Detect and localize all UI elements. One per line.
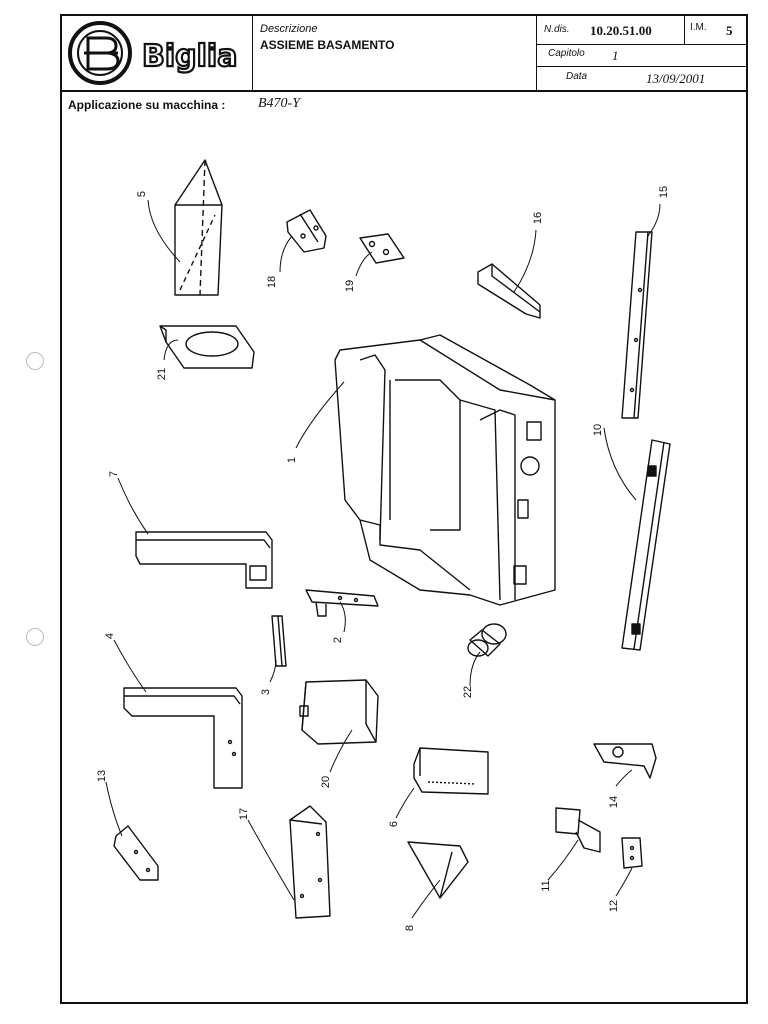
callout-2: 2 bbox=[332, 636, 344, 644]
part-1-base-body bbox=[334, 334, 556, 606]
part-5 bbox=[174, 159, 223, 296]
chapter-label: Capitolo bbox=[548, 48, 585, 59]
leader-lines bbox=[105, 199, 661, 919]
im-value: 5 bbox=[726, 23, 733, 38]
im-divider bbox=[684, 16, 685, 44]
part-7 bbox=[135, 531, 273, 589]
part-22-bushing bbox=[467, 623, 507, 657]
date-label: Data bbox=[566, 71, 588, 82]
callout-11: 11 bbox=[540, 880, 552, 892]
callout-6: 6 bbox=[388, 820, 400, 828]
part-13 bbox=[113, 825, 159, 881]
part-4-l-frame bbox=[123, 687, 243, 789]
callout-22: 22 bbox=[462, 685, 474, 699]
description-value: ASSIEME BASAMENTO bbox=[260, 38, 395, 52]
callout-15: 15 bbox=[658, 185, 670, 199]
part-10-channel bbox=[621, 439, 671, 651]
application-label: Applicazione su macchina : bbox=[68, 98, 226, 112]
im-label: I.M. bbox=[690, 22, 707, 33]
part-14 bbox=[593, 743, 657, 779]
callout-16: 16 bbox=[532, 211, 544, 225]
part-12 bbox=[621, 837, 643, 869]
drawing-number-value: 10.20.51.00 bbox=[590, 23, 652, 38]
description-cell: Descrizione ASSIEME BASAMENTO bbox=[252, 16, 537, 90]
callout-19: 19 bbox=[344, 279, 356, 293]
application-value: B470-Y bbox=[258, 96, 300, 111]
part-21 bbox=[159, 325, 255, 369]
part-16-angle bbox=[477, 263, 541, 319]
callout-20: 20 bbox=[320, 775, 332, 789]
punch-hole-top bbox=[26, 352, 44, 370]
callout-12: 12 bbox=[608, 899, 620, 913]
logo-cell: Biglia bbox=[62, 16, 253, 90]
callout-5: 5 bbox=[136, 190, 148, 198]
part-18-bracket bbox=[286, 209, 327, 253]
callout-8: 8 bbox=[404, 924, 416, 932]
date-value: 13/09/2001 bbox=[646, 71, 706, 86]
title-block: Biglia Descrizione ASSIEME BASAMENTO N.d… bbox=[62, 16, 746, 92]
part-3 bbox=[271, 615, 287, 667]
drawing-sheet: Biglia Descrizione ASSIEME BASAMENTO N.d… bbox=[60, 14, 748, 1004]
callout-3: 3 bbox=[260, 688, 272, 696]
callout-21: 21 bbox=[156, 367, 168, 381]
description-label: Descrizione bbox=[260, 23, 318, 35]
part-19-plate bbox=[359, 233, 405, 264]
callout-10: 10 bbox=[592, 423, 604, 437]
callout-4: 4 bbox=[104, 632, 116, 640]
callout-7: 7 bbox=[108, 470, 120, 478]
chapter-row: Capitolo 1 bbox=[536, 44, 746, 67]
date-row: Data 13/09/2001 bbox=[536, 66, 746, 90]
callout-1: 1 bbox=[286, 456, 298, 464]
part-6 bbox=[413, 747, 489, 795]
callout-18: 18 bbox=[266, 275, 278, 289]
biglia-logo: Biglia bbox=[68, 21, 239, 85]
brand-name: Biglia bbox=[142, 39, 237, 74]
chapter-value: 1 bbox=[612, 48, 619, 63]
part-11 bbox=[555, 807, 601, 853]
drawing-number-row: N.dis. 10.20.51.00 I.M. 5 bbox=[536, 16, 746, 45]
drawing-number-label: N.dis. bbox=[544, 24, 570, 35]
part-8-wedge bbox=[407, 841, 469, 899]
punch-hole-bottom bbox=[26, 628, 44, 646]
info-cell: N.dis. 10.20.51.00 I.M. 5 Capitolo 1 Dat… bbox=[536, 16, 746, 90]
callout-14: 14 bbox=[608, 795, 620, 809]
part-20-box bbox=[299, 679, 379, 745]
callout-17: 17 bbox=[238, 807, 250, 821]
part-17 bbox=[289, 805, 331, 919]
part-2 bbox=[305, 589, 379, 617]
part-15-bar bbox=[621, 231, 653, 419]
callout-13: 13 bbox=[96, 769, 108, 783]
